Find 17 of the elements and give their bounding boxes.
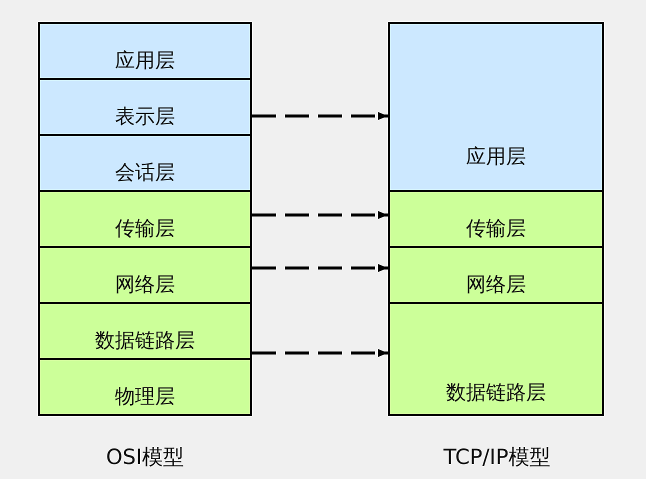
layer-box: 会话层	[38, 134, 252, 192]
model-caption: TCP/IP模型	[444, 444, 550, 471]
layer-box: 网络层	[388, 246, 604, 304]
layer-box: 传输层	[38, 190, 252, 248]
layer-box: 应用层	[388, 22, 604, 192]
layer-box: 物理层	[38, 358, 252, 416]
layer-box: 传输层	[388, 190, 604, 248]
dashed-arrow	[252, 112, 388, 120]
layer-box: 应用层	[38, 22, 252, 80]
model-caption: OSI模型	[106, 444, 184, 471]
dashed-arrow	[252, 264, 388, 272]
layer-box: 表示层	[38, 78, 252, 136]
layer-box: 数据链路层	[388, 302, 604, 416]
layer-box: 数据链路层	[38, 302, 252, 360]
dashed-arrow	[252, 211, 388, 219]
layer-box: 网络层	[38, 246, 252, 304]
dashed-arrow	[252, 349, 388, 357]
